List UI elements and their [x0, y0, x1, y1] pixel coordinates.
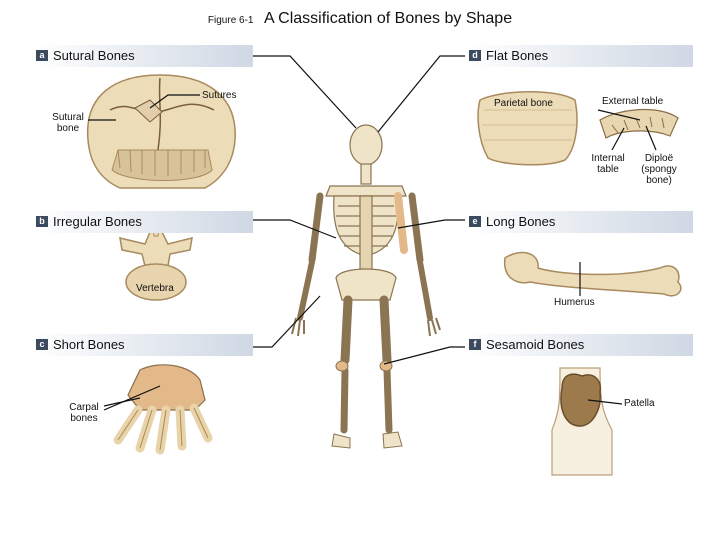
humerus-illustration [504, 251, 682, 297]
panel-letter-b: b [36, 216, 48, 227]
panel-sesamoid-bones: f Sesamoid Bones [465, 334, 693, 356]
panel-short-bones: c Short Bones [32, 334, 253, 356]
label-sutural-bone: Sutural bone [52, 112, 84, 134]
panel-irregular-bones: b Irregular Bones [32, 211, 253, 233]
panel-label-long: Long Bones [486, 214, 556, 229]
label-parietal-bone: Parietal bone [494, 98, 553, 109]
panel-label-flat: Flat Bones [486, 48, 549, 63]
panel-letter-f: f [469, 339, 481, 350]
flat-bone-section [599, 109, 679, 139]
label-sutures: Sutures [202, 90, 237, 101]
panel-letter-a: a [36, 50, 48, 61]
label-external-table: External table [602, 96, 664, 107]
panel-label-sesamoid: Sesamoid Bones [486, 337, 585, 352]
panel-long-bones: e Long Bones [465, 211, 693, 233]
skeleton-highlights [335, 192, 408, 372]
label-carpal-bones: Carpal bones [69, 402, 99, 424]
parietal-bone-illustration [477, 91, 578, 166]
figure-label: Figure 6-1 [207, 15, 254, 26]
panel-letter-e: e [469, 216, 481, 227]
knee-illustration [551, 367, 613, 476]
panel-sutural-bones: a Sutural Bones [32, 45, 253, 67]
figure-title: Figure 6-1 A Classification of Bones by … [0, 10, 720, 28]
panel-label-sutural: Sutural Bones [53, 48, 135, 63]
label-patella: Patella [624, 398, 655, 409]
label-vertebra: Vertebra [136, 283, 174, 294]
page-title: A Classification of Bones by Shape [263, 10, 513, 27]
hand-illustration [113, 364, 213, 455]
label-diploe: Diploë (spongy bone) [641, 153, 677, 186]
panel-flat-bones: d Flat Bones [465, 45, 693, 67]
panel-letter-c: c [36, 339, 48, 350]
label-internal-table: Internal table [591, 153, 625, 175]
skull-illustration [86, 74, 236, 189]
panel-label-irregular: Irregular Bones [53, 214, 142, 229]
skeleton-illustration [291, 124, 441, 449]
panel-label-short: Short Bones [53, 337, 125, 352]
label-humerus: Humerus [554, 297, 595, 308]
panel-letter-d: d [469, 50, 481, 61]
leader-lines [88, 55, 657, 411]
